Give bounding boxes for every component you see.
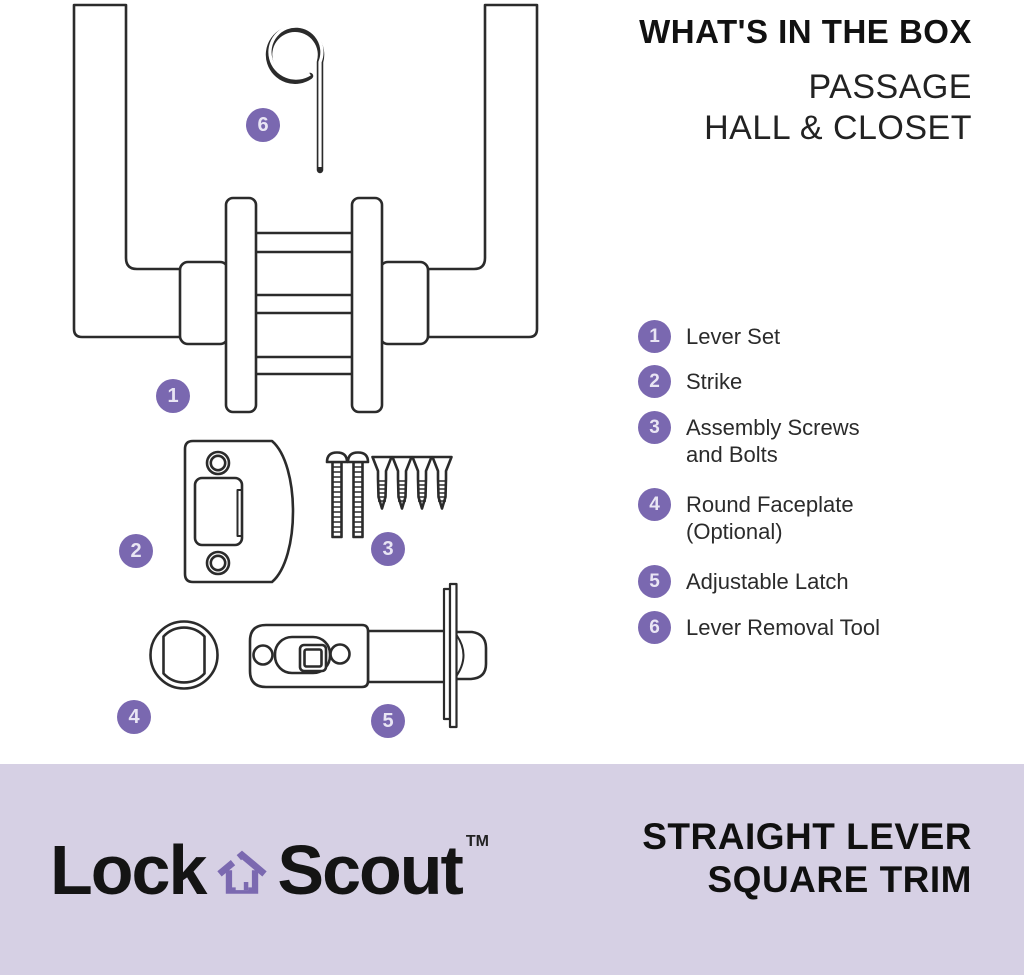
brand-name-part2: Scout <box>277 831 463 909</box>
parts-diagram <box>72 3 539 729</box>
product-name-line1: STRAIGHT LEVER <box>642 816 972 857</box>
trademark-symbol: TM <box>465 833 489 850</box>
lever-set-drawing <box>72 3 539 414</box>
legend-number-5: 5 <box>638 565 671 598</box>
legend-number-3: 3 <box>638 411 671 444</box>
legend-label: Strike <box>686 369 743 394</box>
house-icon <box>217 850 268 894</box>
legend-item-lever-set: 1 Lever Set <box>638 320 988 353</box>
legend-item-adjustable-latch: 5 Adjustable Latch <box>638 565 988 598</box>
legend-number-4: 4 <box>638 488 671 521</box>
legend-label: Lever Set <box>686 324 781 349</box>
header: WHAT'S IN THE BOX PASSAGE HALL & CLOSET <box>639 14 972 149</box>
legend-label-line2: and Bolts <box>686 442 778 467</box>
diagram-callout-6: 6 <box>246 108 280 142</box>
legend-label: Round Faceplate <box>686 492 854 517</box>
legend-number-6: 6 <box>638 611 671 644</box>
legend-label: Adjustable Latch <box>686 569 849 594</box>
subtitle-line-1: PASSAGE <box>808 68 972 106</box>
diagram-callout-1: 1 <box>156 379 190 413</box>
adjustable-latch-drawing <box>248 582 488 729</box>
legend-number-1: 1 <box>638 320 671 353</box>
legend-number-2: 2 <box>638 365 671 398</box>
legend-label: Assembly Screws <box>686 415 860 440</box>
lever-removal-tool-drawing <box>265 24 325 174</box>
legend-item-lever-removal-tool: 6 Lever Removal Tool <box>638 611 988 644</box>
subtitle-line-2: HALL & CLOSET <box>704 109 972 147</box>
brand-logo: Lock Scout TM <box>50 831 489 909</box>
diagram-callout-4: 4 <box>117 700 151 734</box>
strike-plate-drawing <box>183 439 295 584</box>
screws-drawing <box>325 451 453 539</box>
diagram-callout-2: 2 <box>119 534 153 568</box>
product-name-line2: SQUARE TRIM <box>707 859 972 900</box>
brand-name-part1: Lock <box>50 831 207 909</box>
product-name: STRAIGHT LEVER SQUARE TRIM <box>642 815 972 901</box>
legend-item-round-faceplate: 4 Round Faceplate(Optional) <box>638 488 988 545</box>
diagram-callout-3: 3 <box>371 532 405 566</box>
diagram-callout-5: 5 <box>371 704 405 738</box>
round-faceplate-drawing <box>149 620 219 690</box>
legend-label-line2: (Optional) <box>686 519 783 544</box>
page-title: WHAT'S IN THE BOX <box>639 13 972 50</box>
legend-item-strike: 2 Strike <box>638 365 988 398</box>
legend-label: Lever Removal Tool <box>686 615 881 640</box>
footer-band <box>0 764 1024 975</box>
